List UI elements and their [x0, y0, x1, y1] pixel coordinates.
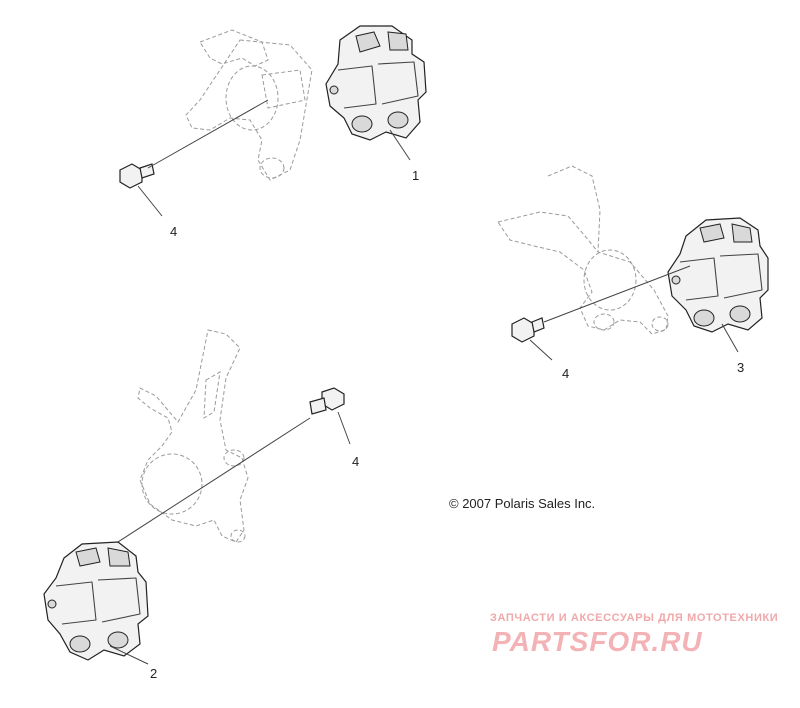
callout-3: 3	[737, 360, 744, 375]
bolt-lower	[309, 387, 345, 415]
knuckle-upper-left	[185, 29, 313, 181]
knuckle-right	[497, 165, 669, 335]
bolt-upper-left	[119, 163, 155, 189]
callout-1: 1	[412, 168, 419, 183]
callout-4-right: 4	[562, 366, 569, 381]
knuckle-lower	[137, 329, 249, 543]
callout-4-lower: 4	[352, 454, 359, 469]
bolt-right	[511, 317, 545, 343]
callout-4-upper: 4	[170, 224, 177, 239]
brake-caliper-2	[43, 541, 149, 661]
watermark-logo: PARTSFOR.RU	[492, 626, 703, 657]
brake-caliper-1	[325, 25, 427, 141]
watermark-caption: ЗАПЧАСТИ И АКСЕССУАРЫ ДЛЯ МОТОТЕХНИКИ	[490, 612, 779, 624]
callout-2: 2	[150, 666, 157, 681]
brake-caliper-3	[667, 217, 769, 333]
copyright-notice: © 2007 Polaris Sales Inc.	[449, 496, 596, 511]
